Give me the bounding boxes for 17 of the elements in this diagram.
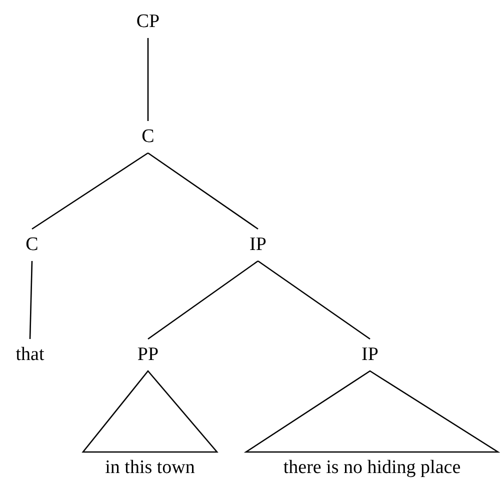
branch-line xyxy=(148,260,258,340)
tree-node-label: IP xyxy=(250,233,266,257)
triangle-connector xyxy=(82,370,218,453)
branch-line xyxy=(32,152,148,230)
branch-line xyxy=(29,260,33,340)
tree-node-label: PP xyxy=(137,343,159,367)
tree-node-label: there is no hiding place xyxy=(283,456,461,480)
tree-node-label: that xyxy=(16,343,44,367)
branch-line xyxy=(148,152,258,230)
branch-line xyxy=(258,260,370,340)
tree-node-label: IP xyxy=(362,343,378,367)
triangle-connector xyxy=(244,370,500,453)
tree-node-label: CP xyxy=(136,10,160,34)
tree-node-label: in this town xyxy=(105,456,195,480)
tree-node-label: C xyxy=(142,125,154,149)
branch-line xyxy=(147,38,149,121)
tree-node-label: C xyxy=(26,233,38,257)
